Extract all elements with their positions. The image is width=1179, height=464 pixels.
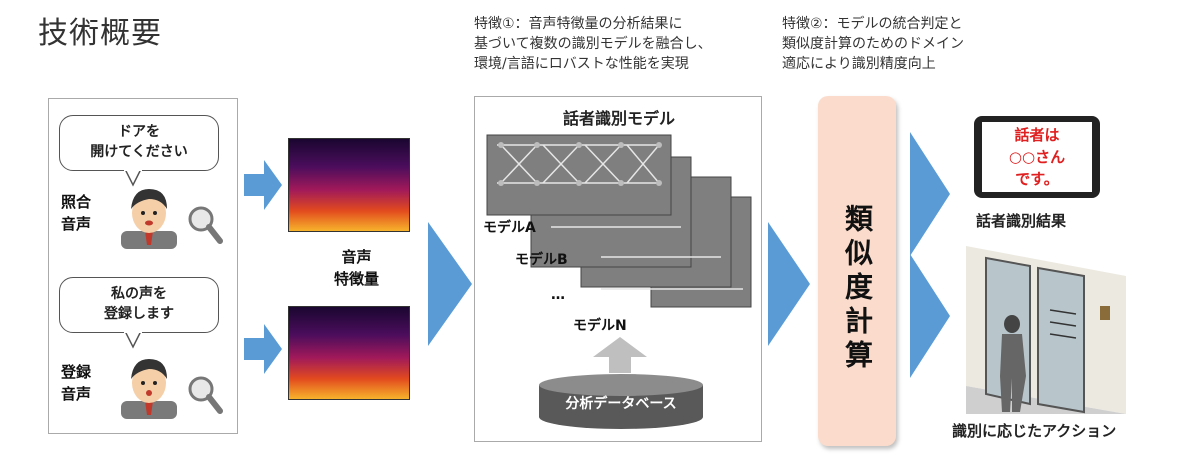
model-b-label: モデルB bbox=[515, 252, 568, 268]
arrow-to-action bbox=[910, 254, 950, 378]
spectrogram-register-image bbox=[288, 306, 410, 400]
tablet-device: 話者は ○○さん です。 bbox=[974, 116, 1100, 198]
speech-bubble-1: ドアを 開けてください bbox=[59, 115, 219, 171]
model-stack-graphic bbox=[486, 134, 752, 308]
result-label: 話者識別結果 bbox=[976, 212, 1067, 230]
arrow-register-to-spectrogram bbox=[244, 324, 282, 374]
person-1-icon bbox=[121, 189, 177, 249]
door-scene-image bbox=[966, 246, 1126, 414]
model-a-label: モデルA bbox=[483, 220, 536, 236]
feature-1-text: 特徴①：音声特徴量の分析結果に 基づいて複数の識別モデルを融合し、 環境/言語に… bbox=[474, 16, 712, 72]
register-voice-label: 登録 音声 bbox=[61, 363, 92, 403]
person-2-icon bbox=[121, 359, 177, 419]
action-label: 識別に応じたアクション bbox=[952, 422, 1117, 440]
bubble-1-tail bbox=[124, 169, 142, 187]
similarity-box: 類似度計算 bbox=[818, 96, 896, 446]
voice-panel: ドアを 開けてください 照合 音声 私の声を 登録します 登録 音声 bbox=[48, 98, 238, 434]
tablet-line-1: 話者は bbox=[1014, 126, 1060, 144]
model-n-label: モデルN bbox=[573, 318, 627, 334]
magnifier-2-icon bbox=[188, 376, 223, 414]
tablet-line-2: ○○さん bbox=[1008, 148, 1066, 166]
spectrogram-verify-image bbox=[288, 138, 410, 232]
feature-2-text: 特徴②：モデルの統合判定と 類似度計算のためのドメイン 適応により識別精度向上 bbox=[782, 16, 964, 72]
tablet-line-3: です。 bbox=[1015, 170, 1059, 188]
model-panel-title: 話者識別モデル bbox=[562, 109, 675, 128]
model-panel: 話者識別モデル モデルA モデルB … モデルN 分析データベース bbox=[474, 96, 762, 442]
db-up-arrow-icon bbox=[593, 337, 647, 373]
db-label: 分析データベース bbox=[565, 396, 677, 412]
arrow-to-similarity bbox=[768, 222, 810, 346]
arrow-verify-to-spectrogram bbox=[244, 160, 282, 210]
verify-voice-label: 照合 音声 bbox=[61, 193, 92, 233]
feature-label: 音声 特徴量 bbox=[334, 248, 380, 288]
page-title: 技術概要 bbox=[38, 16, 162, 51]
arrow-to-result bbox=[910, 132, 950, 256]
database-cylinder-icon bbox=[539, 374, 703, 429]
ellipsis-label: … bbox=[551, 287, 565, 303]
tablet-screen: 話者は ○○さん です。 bbox=[982, 122, 1092, 192]
similarity-label: 類似度計算 bbox=[841, 204, 874, 374]
magnifier-1-icon bbox=[188, 206, 223, 244]
bubble-2-tail bbox=[124, 331, 142, 349]
arrow-to-model bbox=[428, 222, 472, 346]
speech-bubble-2: 私の声を 登録します bbox=[59, 277, 219, 333]
